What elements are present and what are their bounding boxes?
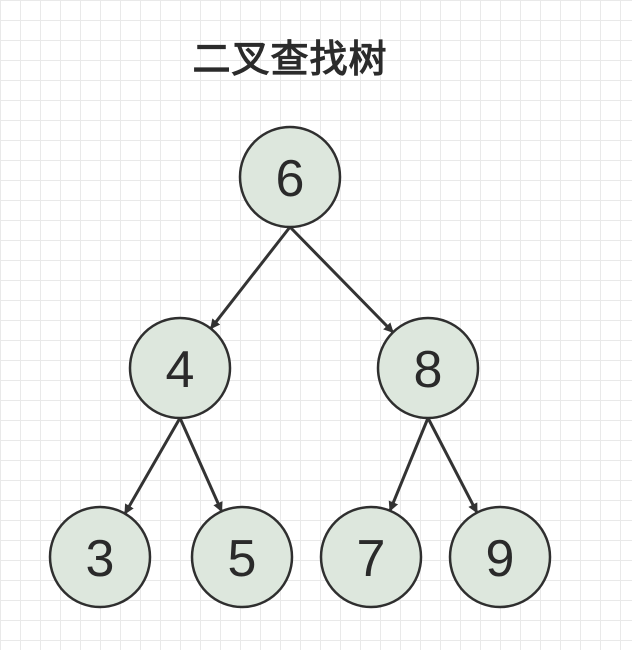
edge-4-to-3 xyxy=(123,417,182,515)
tree-node-7: 7 xyxy=(319,505,423,609)
node-circle xyxy=(190,505,294,609)
node-circle xyxy=(319,505,423,609)
node-circle xyxy=(48,505,152,609)
edge-6-to-8 xyxy=(288,225,395,334)
tree-node-8: 8 xyxy=(376,316,480,420)
node-label: 8 xyxy=(414,341,443,399)
node-circle xyxy=(238,125,342,229)
edge-8-to-7 xyxy=(388,417,430,512)
edge-6-to-4 xyxy=(209,226,292,330)
diagram-title: 二叉查找树 xyxy=(192,37,388,81)
tree-node-4: 4 xyxy=(128,316,232,420)
node-circle xyxy=(376,316,480,420)
node-label: 6 xyxy=(276,150,305,208)
edges-layer xyxy=(123,225,479,515)
edge-4-to-5 xyxy=(178,417,224,513)
tree-node-3: 3 xyxy=(48,505,152,609)
node-label: 7 xyxy=(357,530,386,588)
nodes-layer: 6 4 8 3 5 7 9 xyxy=(48,125,552,609)
tree-node-9: 9 xyxy=(448,505,552,609)
tree-node-5: 5 xyxy=(190,505,294,609)
node-label: 3 xyxy=(86,530,115,588)
node-label: 4 xyxy=(166,341,195,399)
edge-8-to-9 xyxy=(426,417,479,514)
node-circle xyxy=(448,505,552,609)
node-label: 9 xyxy=(486,530,515,588)
tree-node-6: 6 xyxy=(238,125,342,229)
node-circle xyxy=(128,316,232,420)
node-label: 5 xyxy=(228,530,257,588)
